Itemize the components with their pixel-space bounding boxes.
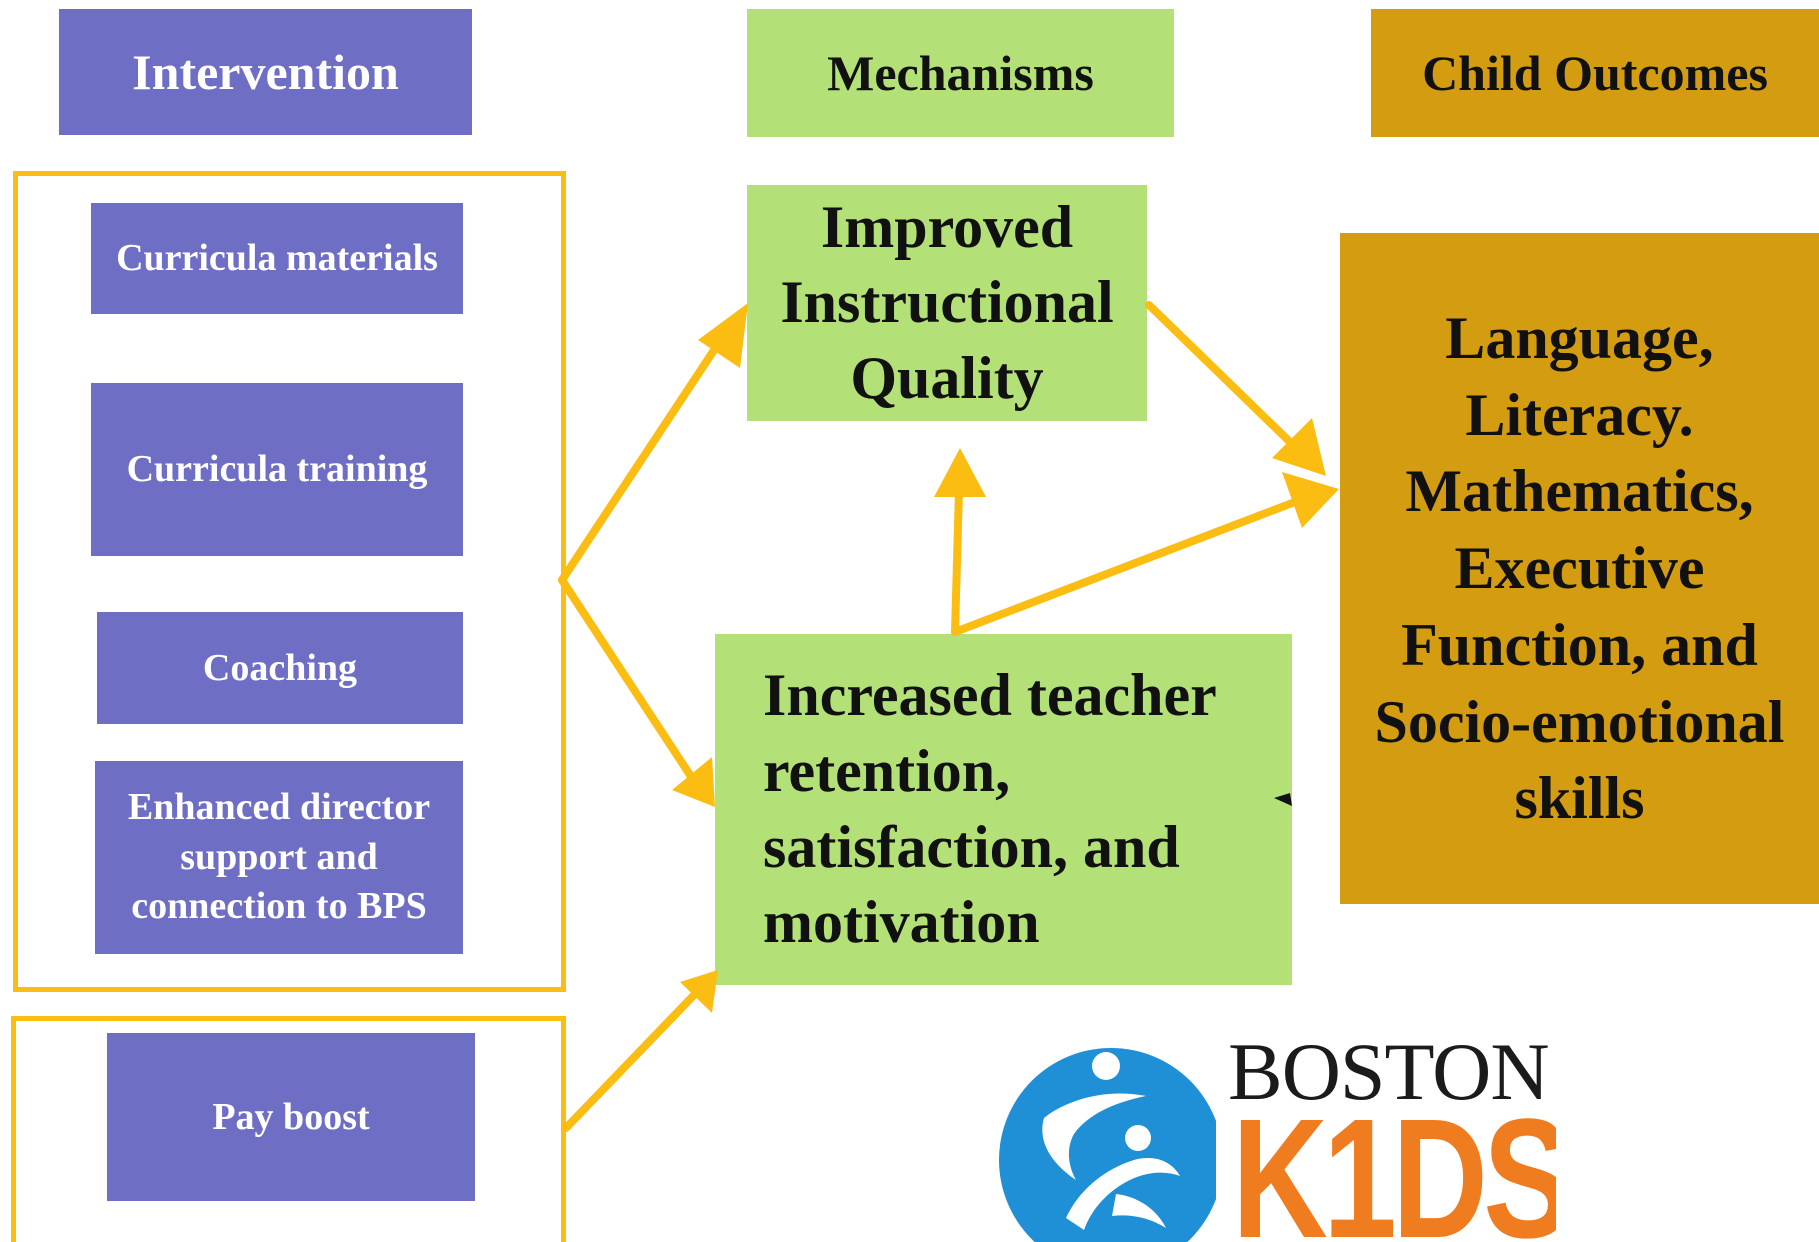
teacher-retention-label: Increased teacher retention, satisfactio… <box>763 662 1216 956</box>
boston-kids-logo: BOSTON K1DS <box>996 1025 1556 1242</box>
header-mechanisms-label: Mechanisms <box>827 45 1094 101</box>
curricula-materials-label: Curricula materials <box>116 237 438 280</box>
pay-boost-label: Pay boost <box>212 1095 370 1138</box>
arrowhead-quality-left <box>698 303 748 368</box>
outcome-skills: Language, Literacy. Mathematics, Executi… <box>1340 233 1819 904</box>
header-intervention: Intervention <box>59 9 472 135</box>
intervention-curricula-materials: Curricula materials <box>91 203 463 314</box>
intervention-coaching: Coaching <box>97 612 463 724</box>
logo-figures-icon <box>999 1048 1216 1242</box>
header-child-outcomes-label: Child Outcomes <box>1422 45 1768 101</box>
logo-boston-text: BOSTON <box>1228 1026 1550 1117</box>
intervention-curricula-training: Curricula training <box>91 383 463 556</box>
director-support-label: Enhanced director support and connection… <box>127 786 431 928</box>
intervention-director-support: Enhanced director support and connection… <box>95 761 463 954</box>
mechanism-instructional-quality: Improved Instructional Quality <box>747 185 1147 421</box>
header-mechanisms: Mechanisms <box>747 9 1174 137</box>
logo-kids-text: K1DS <box>1232 1084 1556 1242</box>
arrow-retention-to-outcome <box>951 496 1304 636</box>
intervention-pay-boost: Pay boost <box>107 1033 475 1201</box>
instructional-quality-label: Improved Instructional Quality <box>780 193 1114 411</box>
header-intervention-label: Intervention <box>132 44 399 100</box>
arrow-interventions-to-retention <box>558 576 696 782</box>
small-black-arrow-mark <box>1274 793 1292 806</box>
outcome-skills-label: Language, Literacy. Mathematics, Executi… <box>1374 304 1785 832</box>
header-child-outcomes: Child Outcomes <box>1371 9 1819 137</box>
arrowhead-retention-left <box>672 757 715 807</box>
arrow-quality-to-outcome <box>1145 301 1294 446</box>
arrow-retention-to-quality <box>951 486 963 636</box>
curricula-training-label: Curricula training <box>126 448 428 491</box>
coaching-label: Coaching <box>202 646 358 689</box>
arrow-pay-boost-to-retention <box>562 991 698 1132</box>
arrowhead-outcome-lower <box>1282 472 1339 528</box>
arrowhead-pay-boost <box>680 970 718 1013</box>
arrowhead-quality-bottom <box>934 448 986 497</box>
arrow-interventions-to-quality <box>558 334 726 584</box>
mechanism-teacher-retention: Increased teacher retention, satisfactio… <box>715 634 1292 985</box>
arrowhead-outcome-upper <box>1272 418 1326 476</box>
